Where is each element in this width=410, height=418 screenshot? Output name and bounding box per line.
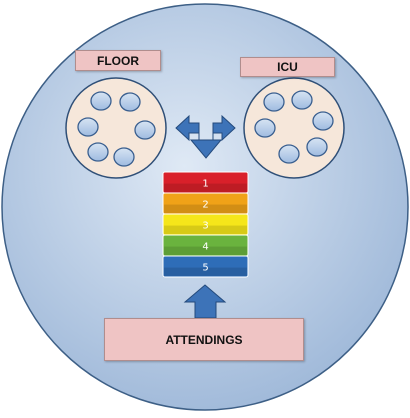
floor-bed (113, 147, 135, 167)
icu-bed (291, 90, 313, 110)
icu-bed (278, 144, 300, 164)
tier-4-label: 4 (202, 242, 208, 253)
tier-4-shade (164, 246, 247, 255)
icu-bed (263, 92, 285, 112)
tier-stack: 1 2 3 4 5 (162, 171, 249, 278)
tier-1-shade (164, 183, 247, 192)
tier-2-label: 2 (202, 200, 208, 211)
icu-unit (243, 77, 345, 179)
icu-label: ICU (240, 57, 335, 77)
tier-3-label: 3 (202, 221, 208, 232)
floor-label: FLOOR (75, 50, 161, 71)
icu-bed (312, 111, 334, 131)
floor-unit (65, 77, 167, 179)
floor-bed (90, 91, 112, 111)
tier-1-label: 1 (202, 179, 208, 190)
tier-3-shade (164, 225, 247, 234)
floor-bed (77, 117, 99, 137)
tier-5-shade (164, 267, 247, 276)
three-way-arrow-icon (175, 114, 236, 159)
tier-2-shade (164, 204, 247, 213)
floor-bed (134, 120, 156, 140)
attendings-label: ATTENDINGS (104, 318, 304, 361)
tier-5-block (162, 255, 249, 278)
floor-bed (87, 142, 109, 162)
icu-bed (254, 118, 276, 138)
icu-bed (306, 137, 328, 157)
floor-bed (119, 92, 141, 112)
tier-5-label: 5 (202, 263, 208, 274)
